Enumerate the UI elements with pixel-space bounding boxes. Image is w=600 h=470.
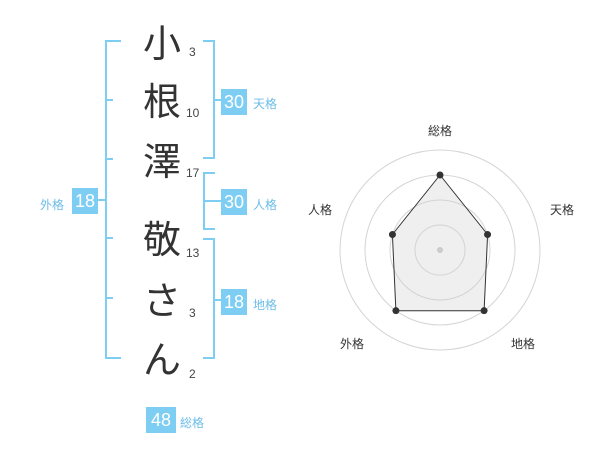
radar-center-dot	[437, 247, 443, 253]
radar-label-chikaku: 地格	[511, 337, 536, 351]
name-char-1: 小	[142, 22, 181, 66]
radar-ring-1	[339, 149, 541, 351]
radar-point-5	[388, 231, 396, 239]
tenkaku-value-box: 30	[221, 89, 247, 115]
name-char-6: ん	[142, 338, 181, 382]
radar-label-jinkaku: 人格	[308, 203, 333, 217]
radar-label-tenkaku: 天格	[550, 203, 575, 217]
soukaku-value-box: 48	[146, 407, 176, 433]
stroke-count-1: 3	[189, 45, 196, 59]
radar-point-3	[480, 307, 488, 315]
name-char-5: さ	[142, 279, 181, 323]
radar-ring-2	[364, 174, 516, 326]
gaikaku-value-box: 18	[72, 188, 98, 214]
radar-ring-4	[414, 224, 466, 276]
radar-ring-3	[389, 199, 491, 301]
stroke-count-4: 13	[186, 246, 200, 260]
radar-point-4	[392, 307, 400, 315]
chikaku-label: 地格	[253, 298, 278, 312]
name-char-2: 根	[142, 80, 181, 124]
tenkaku-label: 天格	[253, 97, 278, 111]
radar-point-2	[484, 231, 492, 239]
chikaku-value-box: 18	[221, 289, 247, 315]
stroke-count-5: 3	[189, 306, 196, 320]
jinkaku-value-box: 30	[221, 189, 247, 215]
jinkaku-label: 人格	[253, 198, 278, 212]
stroke-count-6: 2	[189, 367, 196, 381]
name-char-3: 澤	[142, 140, 181, 184]
radar-point-1	[436, 171, 444, 179]
gaikaku-label: 外格	[40, 198, 65, 212]
name-char-4: 敬	[142, 218, 181, 262]
radar-label-gaikaku: 外格	[340, 337, 365, 351]
radar-label-soukaku: 総格	[428, 124, 453, 138]
radar-polygon	[391, 174, 489, 312]
stroke-count-2: 10	[186, 106, 200, 120]
soukaku-label: 総格	[180, 416, 205, 430]
stroke-count-3: 17	[186, 166, 200, 180]
